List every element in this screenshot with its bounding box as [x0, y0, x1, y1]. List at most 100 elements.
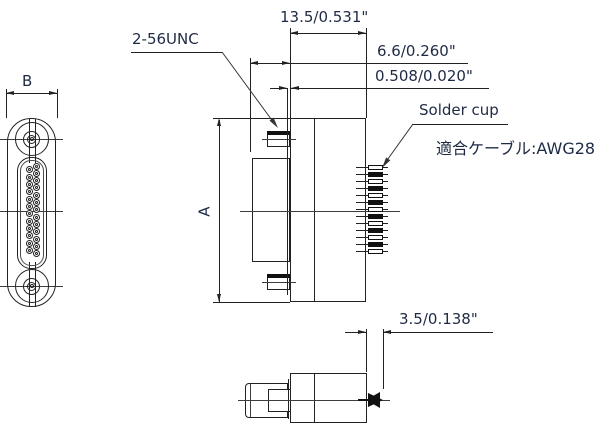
solder-cup [368, 221, 383, 226]
solder-cup [368, 172, 383, 177]
pin [32, 199, 40, 207]
solder-cup [368, 193, 383, 198]
dim-a-arrow-down [217, 294, 221, 302]
flange-line-bottom-view [287, 379, 289, 419]
mount-hole-top-ring [23, 130, 40, 148]
jackscrew-bottom-centerline [262, 282, 296, 283]
pin-contact [34, 237, 38, 241]
dim-mating-depth-line [250, 63, 468, 64]
dim-b-ext-left [6, 89, 7, 118]
pin [32, 235, 40, 243]
pin-contact [34, 179, 38, 183]
dim-flange-arrow-right [291, 86, 299, 90]
pin [25, 217, 33, 225]
pin-contact [27, 190, 31, 194]
dim-body-depth-label: 13.5/0.531" [280, 8, 369, 26]
pin [25, 195, 33, 203]
dim-flange-line-right [291, 88, 489, 89]
dim-ext-body-rear [366, 28, 367, 118]
dim-ext-body-rear-bottom [366, 329, 367, 372]
dim-mating-depth-arrow-left [250, 61, 258, 65]
pin-contact [34, 245, 38, 249]
body-section-line [313, 119, 315, 301]
pin [32, 177, 40, 185]
dim-b-line [6, 93, 57, 94]
centerline-side [240, 211, 400, 212]
pin-contact [27, 182, 31, 186]
pin-contact [34, 193, 38, 197]
dim-cup-length-label: 3.5/0.138" [399, 310, 478, 328]
solder-cup-label: Solder cup [419, 101, 499, 119]
centerline-bottom-view [238, 400, 390, 401]
solder-cup [368, 207, 383, 212]
insert-outline-outer [17, 157, 47, 269]
mount-hole-bottom-boss [14, 269, 49, 303]
body-outline-side [290, 118, 366, 302]
dim-a-line [219, 120, 220, 302]
dim-flange-label: 0.508/0.020" [375, 67, 473, 85]
dim-cup-length-line-left [345, 332, 366, 333]
pin-contact [27, 168, 31, 172]
pin [25, 239, 33, 247]
mount-hole-top-boss [14, 122, 49, 156]
dim-a-arrow-up [217, 118, 221, 126]
pin [25, 180, 33, 188]
screw-slot-line [34, 262, 36, 307]
pin [32, 243, 40, 251]
dim-flange-arrow-left [279, 86, 287, 90]
pin-contact [34, 223, 38, 227]
dim-ext-mating-front [250, 58, 251, 152]
solder-cup [368, 249, 383, 254]
thread-callout-label: 2-56UNC [132, 30, 199, 48]
pin-contact [27, 226, 31, 230]
pin-contact [27, 175, 31, 179]
pin-contact [27, 197, 31, 201]
pin-contact [34, 164, 38, 168]
pin [32, 221, 40, 229]
mount-hole-bottom-ring [23, 277, 40, 295]
dim-a-ext-top [213, 118, 290, 119]
pin [25, 188, 33, 196]
thread-leader-arrow [269, 117, 278, 128]
pin [25, 210, 33, 218]
pin-contact [27, 248, 31, 252]
dim-cup-length-arrow-left [358, 330, 366, 334]
body-section-line-bottom [313, 374, 315, 422]
cable-note-label: 適合ケーブル:AWG28 [436, 139, 596, 158]
dim-mating-depth-arrow-right [282, 61, 290, 65]
pin-contact [27, 241, 31, 245]
mount-hole-bottom-center [29, 284, 34, 288]
dim-a-label: A [195, 206, 214, 217]
jackscrew-bottom-head [267, 274, 290, 278]
pin-contact [34, 215, 38, 219]
pin-contact [27, 212, 31, 216]
solder-cup [368, 235, 383, 240]
shell-outline [7, 118, 56, 307]
solder-cup [368, 200, 383, 205]
dim-b-arrow-right [49, 91, 57, 95]
solder-cup [368, 179, 383, 184]
pin-contact [27, 234, 31, 238]
insert-outline-inner [20, 160, 44, 266]
pin [25, 173, 33, 181]
jackscrew-top-centerline [262, 139, 296, 140]
screw-slot-line [28, 262, 30, 307]
jackscrew-top-head [267, 131, 290, 135]
flange-front-line [287, 88, 288, 295]
dim-b-arrow-left [6, 91, 14, 95]
dim-ext-cup-tip [382, 329, 384, 389]
dim-cup-length-arrow-right [383, 330, 391, 334]
pin [32, 250, 40, 258]
dim-mating-depth-label: 6.6/0.260" [377, 42, 456, 60]
solder-cup [368, 214, 383, 219]
pin [25, 246, 33, 254]
pin [32, 191, 40, 199]
pin [32, 228, 40, 236]
solder-cup-underline [412, 124, 508, 125]
pin [32, 206, 40, 214]
solder-cup [368, 228, 383, 233]
thread-callout-underline [131, 52, 222, 53]
pin [32, 162, 40, 170]
pin [32, 169, 40, 177]
